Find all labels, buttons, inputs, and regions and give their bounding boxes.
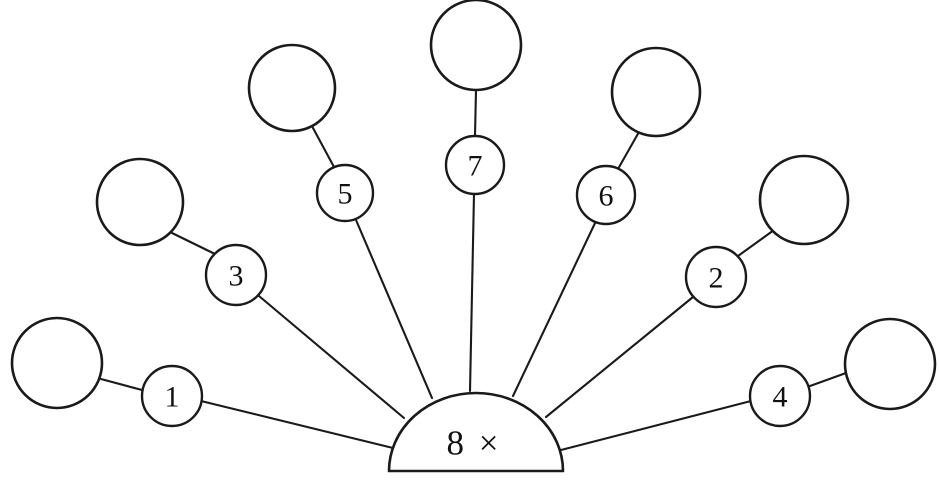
root-label: 8 × bbox=[447, 424, 502, 463]
node-6-label: 6 bbox=[599, 180, 614, 213]
leaf-circle-1[interactable] bbox=[10, 316, 104, 410]
node-2-circle[interactable] bbox=[684, 245, 748, 309]
node-6[interactable]: 6 bbox=[575, 164, 637, 226]
leaf-circle-2[interactable] bbox=[758, 154, 850, 246]
edge-node-7-to-leaf bbox=[473, 88, 478, 138]
leaf-nodes bbox=[10, 0, 937, 411]
edge-node-4-to-leaf bbox=[808, 371, 848, 388]
leaf-circle-7[interactable] bbox=[429, 0, 523, 92]
node-2-label: 2 bbox=[709, 262, 724, 295]
root-edges bbox=[199, 192, 753, 452]
node-5-label: 5 bbox=[338, 178, 353, 211]
node-7-circle[interactable] bbox=[444, 134, 506, 196]
node-3[interactable]: 3 bbox=[204, 243, 268, 307]
edge-node-6-to-leaf bbox=[616, 130, 641, 171]
leaf-circle-6[interactable] bbox=[610, 46, 702, 138]
leaf-circle-4[interactable] bbox=[843, 317, 937, 411]
edge-node-2-to-leaf bbox=[736, 228, 776, 258]
node-1-label: 1 bbox=[165, 381, 180, 414]
node-7[interactable]: 7 bbox=[444, 134, 506, 196]
edge-root-to-node-1 bbox=[199, 399, 395, 450]
edge-root-to-node-7 bbox=[468, 192, 476, 393]
node-3-label: 3 bbox=[229, 260, 244, 293]
leaf-circle-5[interactable] bbox=[247, 43, 337, 133]
node-7-label: 7 bbox=[468, 150, 483, 183]
leaf-circle-3[interactable] bbox=[95, 157, 185, 247]
node-1-circle[interactable] bbox=[140, 364, 204, 428]
edge-root-to-node-5 bbox=[354, 218, 434, 400]
node-1[interactable]: 1 bbox=[140, 364, 204, 428]
node-3-circle[interactable] bbox=[204, 243, 268, 307]
node-4-circle[interactable] bbox=[748, 364, 812, 428]
node-5-circle[interactable] bbox=[315, 163, 375, 223]
node-2[interactable]: 2 bbox=[684, 245, 748, 309]
edge-root-to-node-6 bbox=[511, 219, 598, 398]
node-6-circle[interactable] bbox=[575, 164, 637, 226]
root-semicircle-shape[interactable] bbox=[387, 391, 565, 473]
root-node[interactable]: 8 × bbox=[387, 391, 565, 473]
edge-root-to-node-3 bbox=[257, 294, 406, 420]
numbered-nodes: 1 3 5 7 6 2 4 bbox=[140, 134, 812, 428]
edge-node-3-to-leaf bbox=[170, 231, 217, 256]
edge-root-to-node-4 bbox=[559, 399, 753, 452]
edge-node-5-to-leaf bbox=[311, 126, 336, 169]
edge-node-1-to-leaf bbox=[99, 377, 144, 392]
node-4[interactable]: 4 bbox=[748, 364, 812, 428]
edge-root-to-node-2 bbox=[544, 295, 695, 419]
node-5[interactable]: 5 bbox=[315, 163, 375, 223]
node-4-label: 4 bbox=[773, 381, 788, 414]
leaf-edges bbox=[99, 88, 848, 392]
